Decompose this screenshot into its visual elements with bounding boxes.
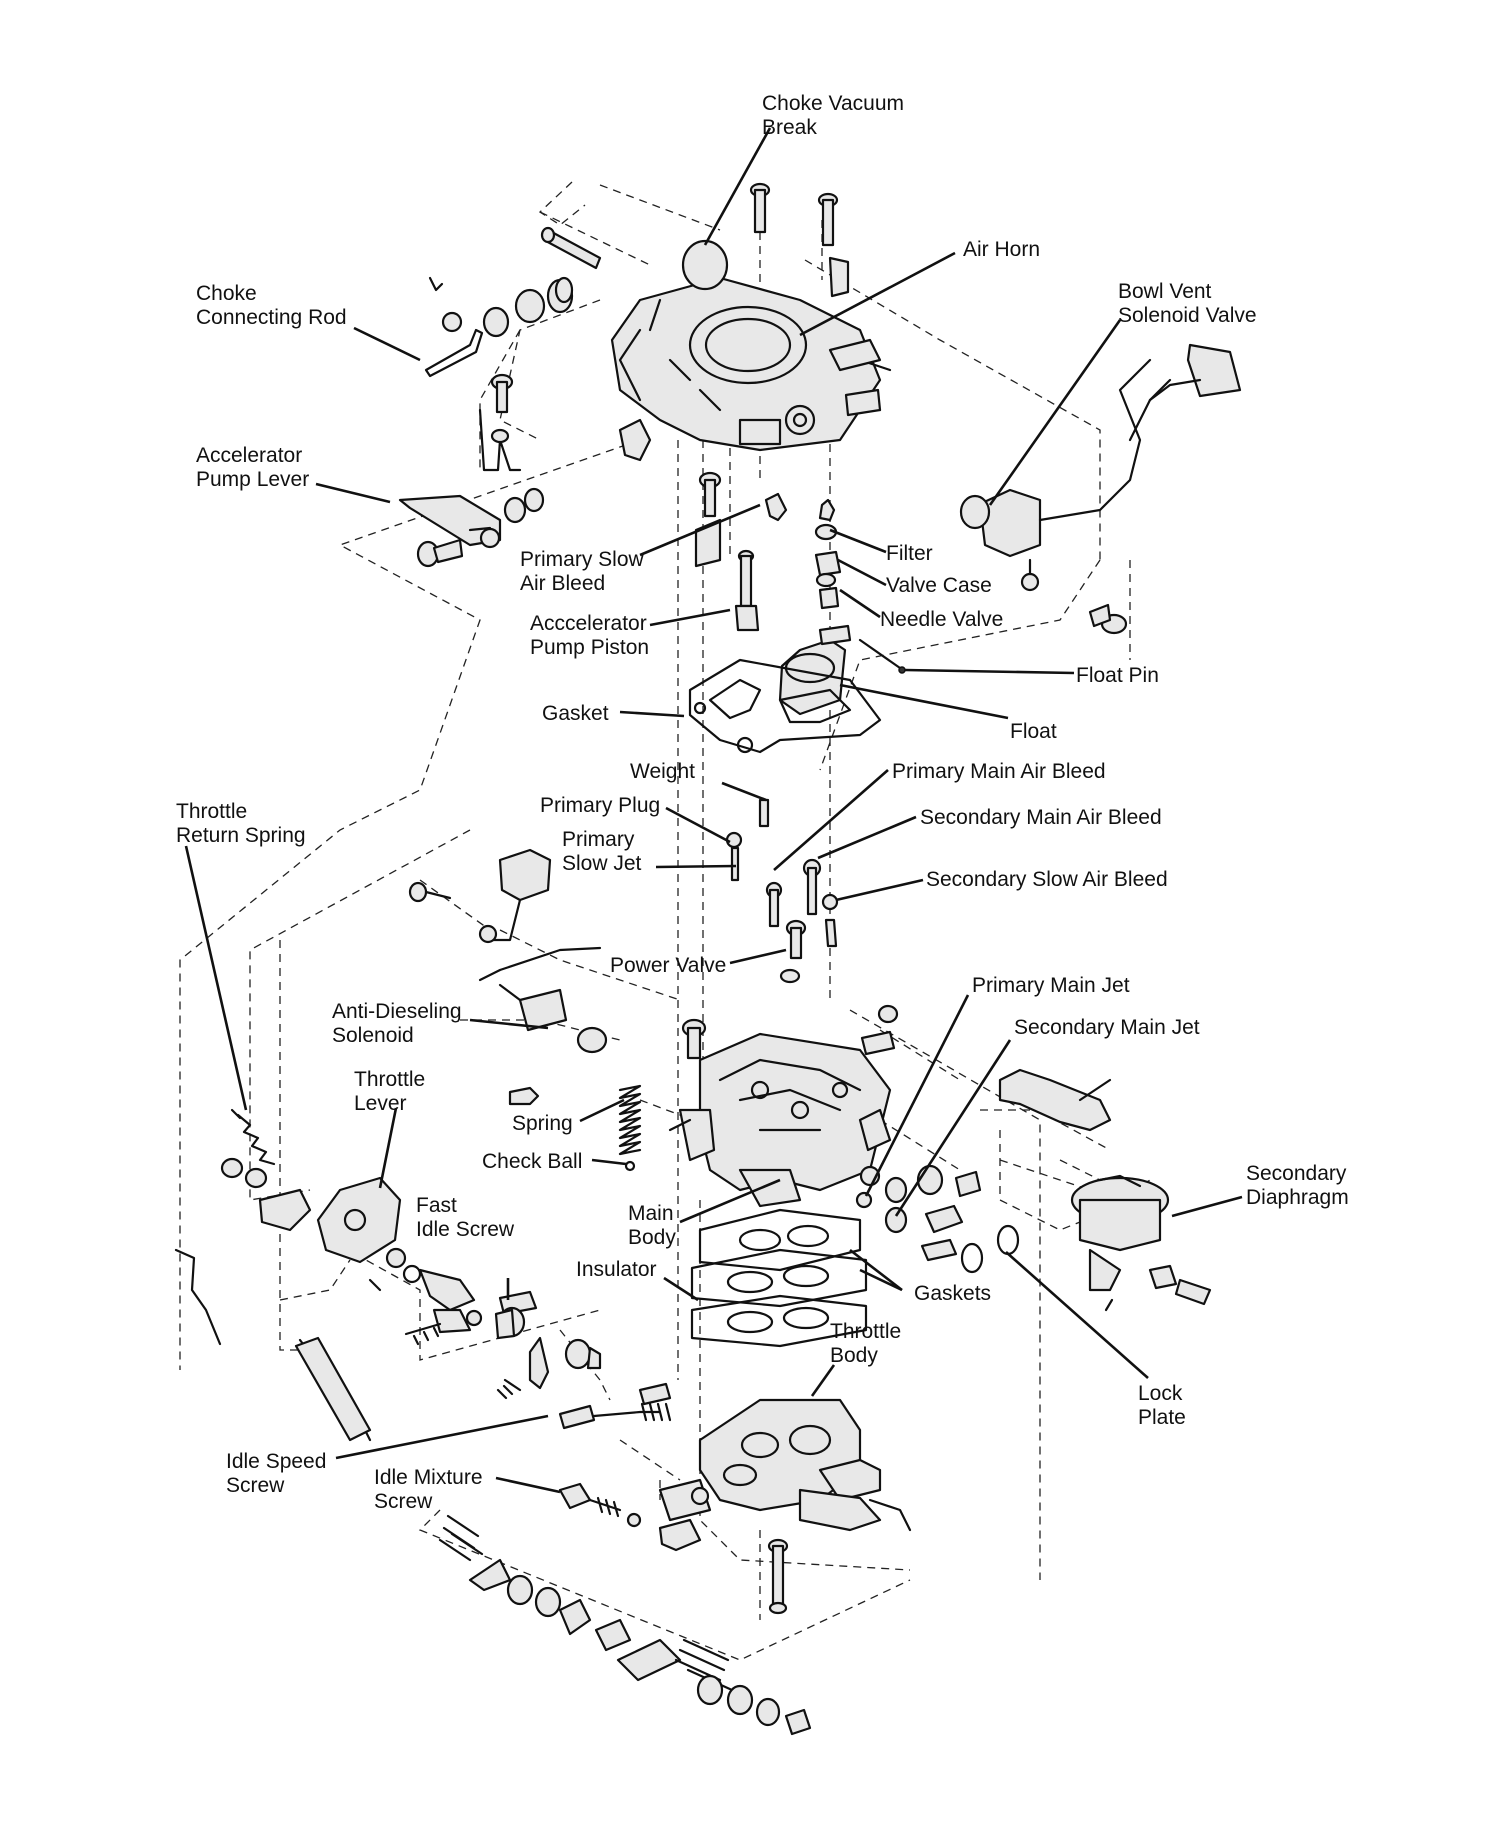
throttle-body-screw (767, 1538, 789, 1615)
label-throttle-lever-line2: Lever (354, 1092, 407, 1115)
label-air-horn: Air Horn (963, 238, 1040, 261)
part-labels: Choke Vacuum Break Air Horn Bowl Vent So… (176, 92, 1349, 1513)
label-choke-vacuum-break-line2: Break (762, 116, 817, 139)
label-bowl-vent-solenoid-valve-line2: Solenoid Valve (1118, 304, 1257, 327)
label-gaskets: Gaskets (914, 1282, 991, 1305)
anti-dieseling-bracket (408, 848, 552, 944)
gasket-part (688, 658, 882, 754)
air-horn-pin (540, 226, 602, 270)
label-power-valve: Power Valve (610, 954, 726, 977)
label-secondary-slow-air-bleed: Secondary Slow Air Bleed (926, 868, 1168, 891)
idle-speed-screw-part (558, 1402, 672, 1430)
label-weight: Weight (630, 760, 695, 783)
label-accelerator-pump-lever-line2: Pump Lever (196, 468, 309, 491)
throttle-body-part (658, 1398, 912, 1532)
anti-dieseling-solenoid-part (478, 946, 608, 1054)
label-float-pin: Float Pin (1076, 664, 1159, 687)
throttle-rod (174, 1248, 372, 1442)
label-throttle-body: Throttle (830, 1320, 901, 1343)
label-throttle-body-line2: Body (830, 1344, 878, 1367)
label-primary-slow-air-bleed: Primary Slow (520, 548, 645, 571)
label-secondary-diaphragm: Secondary (1246, 1162, 1347, 1185)
label-throttle-return-spring: Throttle (176, 800, 247, 823)
label-accelerator-pump-piston-line2: Pump Piston (530, 636, 649, 659)
label-secondary-main-air-bleed: Secondary Main Air Bleed (920, 806, 1162, 829)
label-idle-mixture-screw-line2: Screw (374, 1490, 433, 1513)
label-valve-case: Valve Case (886, 574, 992, 597)
throttle-lever-parts (220, 1157, 538, 1346)
main-body-part (668, 1032, 892, 1208)
bowl-vent-solenoid-valve (959, 343, 1242, 635)
throttle-return-spring-part (230, 1108, 276, 1166)
label-bowl-vent-solenoid-valve: Bowl Vent (1118, 280, 1212, 303)
primary-slow-air-bleed-part (694, 471, 788, 568)
label-lock-plate: Lock (1138, 1382, 1183, 1405)
main-jets-and-lock-plate (855, 1164, 1020, 1274)
label-main-body: Main (628, 1202, 674, 1225)
secondary-diaphragm-part (998, 1068, 1212, 1312)
label-primary-main-air-bleed: Primary Main Air Bleed (892, 760, 1106, 783)
spring-and-check-ball (508, 1084, 642, 1172)
label-idle-speed-screw: Idle Speed (226, 1450, 326, 1473)
leader-lines (184, 127, 1243, 1494)
label-check-ball: Check Ball (482, 1150, 582, 1173)
label-primary-slow-air-bleed-line2: Air Bleed (520, 572, 605, 595)
label-fast-idle-screw-line2: Idle Screw (416, 1218, 515, 1241)
bottom-linkage-stack (438, 1514, 812, 1736)
air-horn-assembly (610, 239, 892, 452)
label-needle-valve: Needle Valve (880, 608, 1003, 631)
label-filter: Filter (886, 542, 933, 565)
label-idle-mixture-screw: Idle Mixture (374, 1466, 483, 1489)
needle-valve-stack (814, 498, 842, 610)
label-primary-plug: Primary Plug (540, 794, 660, 817)
float-pin-part (858, 638, 906, 674)
label-main-body-line2: Body (628, 1226, 676, 1249)
label-accelerator-pump-piston: Acccelerator (530, 612, 647, 635)
jets-and-air-bleeds (725, 798, 839, 984)
label-lock-plate-line2: Plate (1138, 1406, 1186, 1429)
air-horn-screws (749, 182, 850, 298)
insulator-and-gaskets (690, 1208, 868, 1348)
label-gasket: Gasket (542, 702, 609, 725)
label-secondary-diaphragm-line2: Diaphragm (1246, 1186, 1349, 1209)
accelerator-bracket-parts (478, 373, 652, 472)
label-primary-slow-jet-line2: Slow Jet (562, 852, 642, 875)
label-idle-speed-screw-line2: Screw (226, 1474, 285, 1497)
label-primary-main-jet: Primary Main Jet (972, 974, 1130, 997)
label-float: Float (1010, 720, 1057, 743)
idle-mixture-screw-part (558, 1482, 702, 1552)
label-choke-connecting-rod: Choke (196, 282, 257, 305)
label-anti-dieseling-solenoid-line2: Solenoid (332, 1024, 414, 1047)
label-anti-dieseling-solenoid: Anti-Dieseling (332, 1000, 462, 1023)
label-secondary-main-jet: Secondary Main Jet (1014, 1016, 1200, 1039)
label-throttle-lever: Throttle (354, 1068, 425, 1091)
label-fast-idle-screw: Fast (416, 1194, 457, 1217)
label-spring: Spring (512, 1112, 573, 1135)
accelerator-pump-lever (398, 487, 545, 568)
label-choke-vacuum-break: Choke Vacuum (762, 92, 904, 115)
label-accelerator-pump-lever: Accelerator (196, 444, 302, 467)
fast-idle-parts (494, 1306, 672, 1406)
accelerator-pump-piston-part (734, 549, 760, 632)
label-primary-slow-jet: Primary (562, 828, 635, 851)
label-insulator: Insulator (576, 1258, 657, 1281)
choke-rod-parts (424, 276, 574, 378)
label-choke-connecting-rod-line2: Connecting Rod (196, 306, 347, 329)
label-throttle-return-spring-line2: Return Spring (176, 824, 306, 847)
main-body-screws (681, 1004, 899, 1060)
assembly-guide-lines (179, 181, 1161, 1661)
float-part (778, 624, 852, 716)
